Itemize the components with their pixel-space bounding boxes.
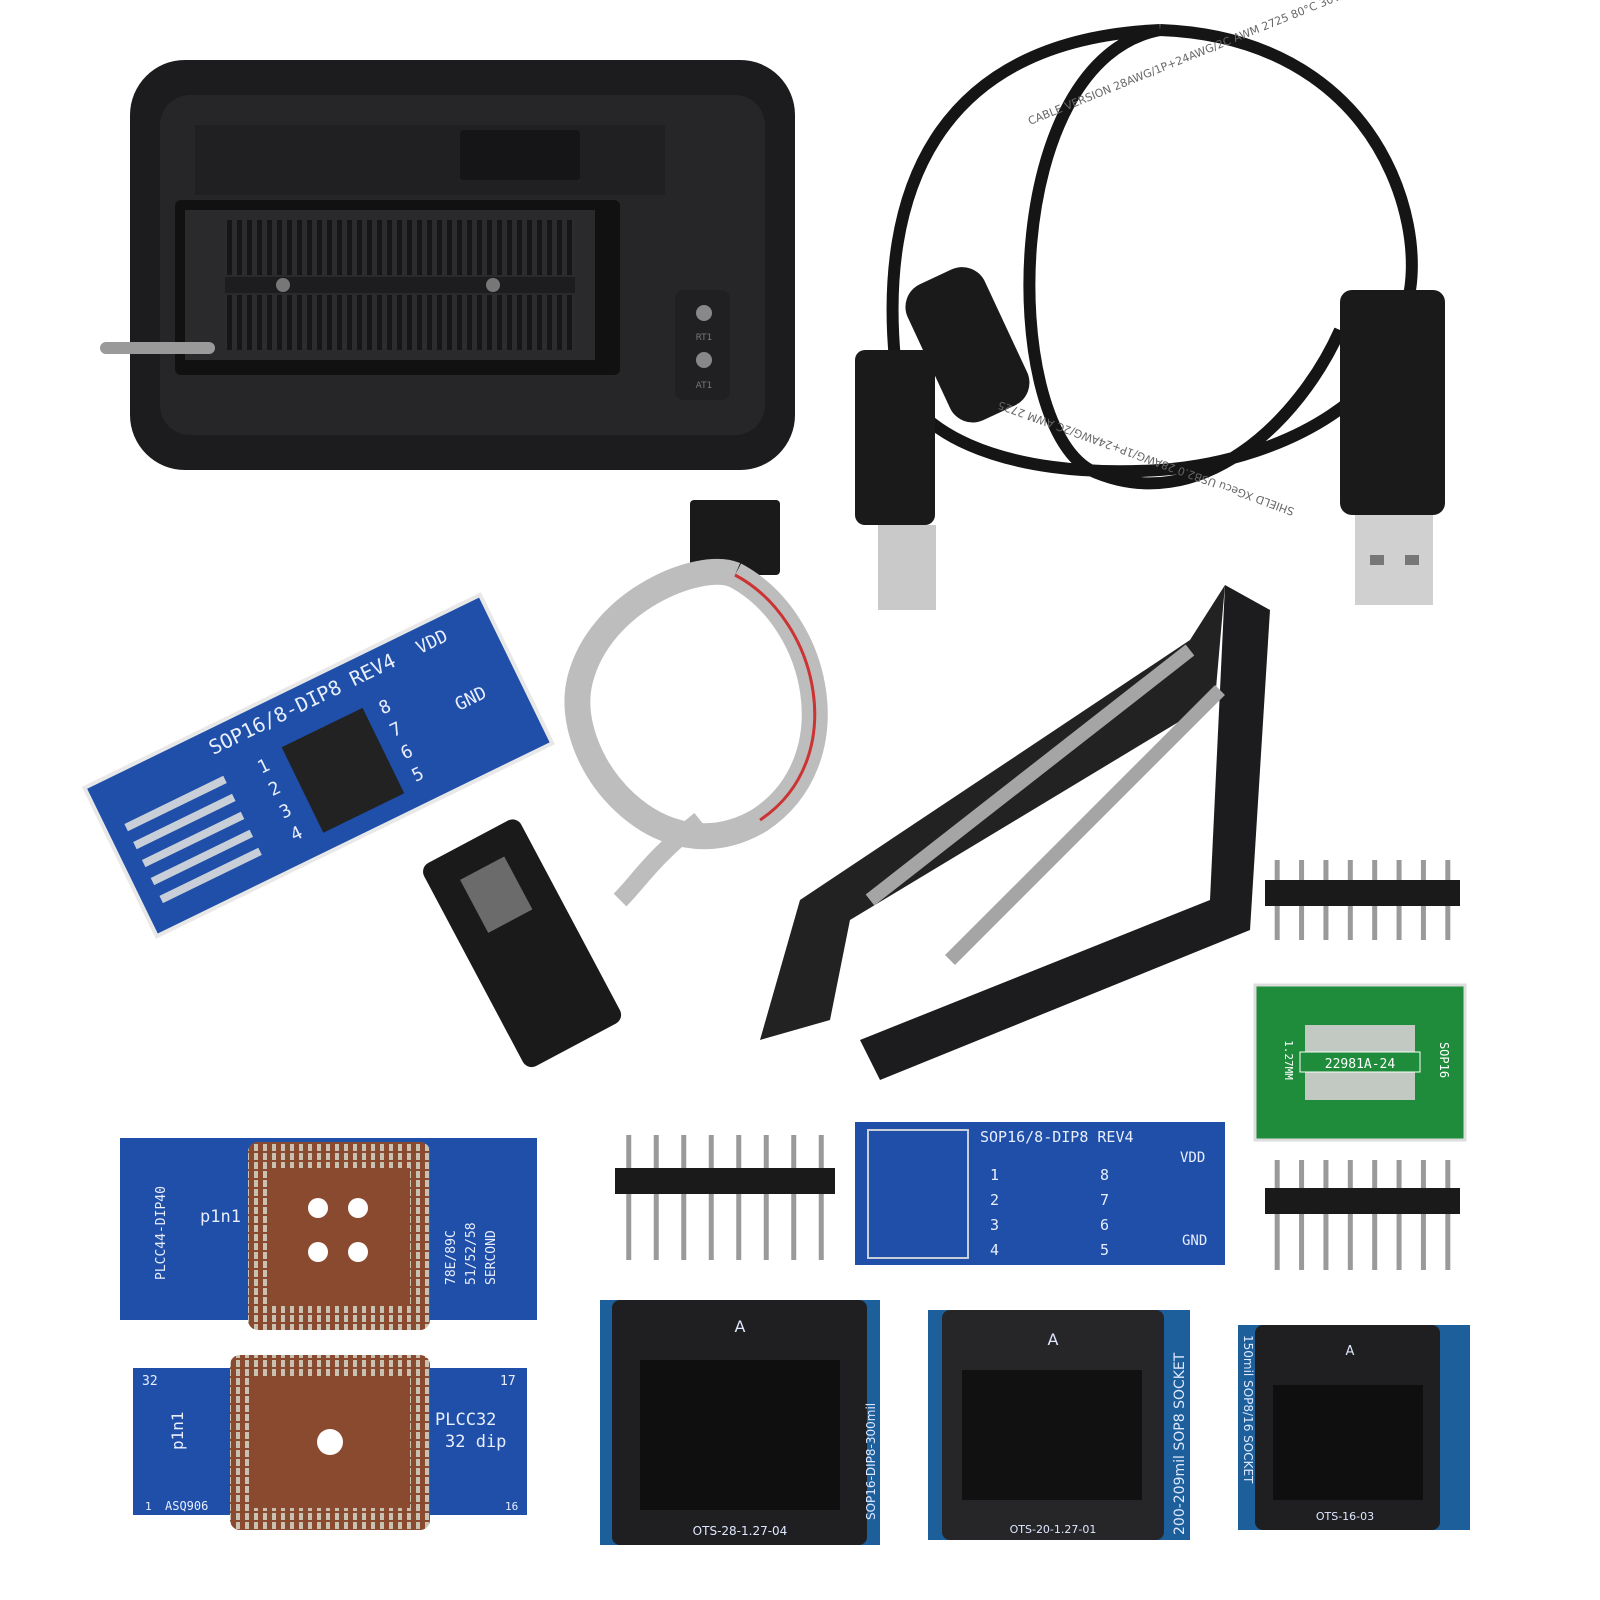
pin-header-strip	[1265, 1160, 1460, 1270]
socket-marking: A	[1048, 1330, 1059, 1349]
header-pin	[736, 1135, 742, 1260]
sop8-16-150mil-socket: A OTS-16-03 150mil SOP8/16 SOCKET	[1238, 1325, 1470, 1530]
gnd-label: GND	[1182, 1233, 1207, 1249]
socket-model: OTS-16-03	[1316, 1510, 1374, 1523]
pin-17-label: 17	[500, 1374, 516, 1389]
pin-header-strip	[615, 1135, 835, 1260]
adapter-title: SOP16/8-DIP8 REV4	[980, 1128, 1134, 1146]
header-pin	[681, 1135, 687, 1260]
board-code: 22981A-24	[1325, 1057, 1396, 1072]
svg-text:6: 6	[1100, 1216, 1109, 1234]
header-pin	[1347, 1160, 1353, 1270]
board-code: ASQ906	[165, 1499, 208, 1513]
header-pin	[626, 1135, 632, 1260]
led-label-rt: RT1	[696, 333, 713, 343]
pin1-label: p1n1	[168, 1411, 187, 1450]
header-pin	[653, 1135, 659, 1260]
board-pitch: 1.27MM	[1282, 1040, 1295, 1080]
board-title: SOP16	[1437, 1042, 1451, 1078]
header-pin	[1396, 1160, 1402, 1270]
zif-socket[interactable]	[185, 210, 595, 360]
header-body	[1265, 880, 1460, 906]
header-body	[1265, 1188, 1460, 1214]
svg-text:5: 5	[1100, 1241, 1109, 1259]
header-body	[615, 1168, 835, 1194]
socket-model: OTS-28-1.27-04	[693, 1524, 788, 1538]
soic-clip-cable	[423, 500, 828, 1068]
plcc44-dip40-adapter: PLCC44-DIP40 p1n1 78E/89C 51/52/58 SERCO…	[120, 1138, 537, 1330]
socket-model: OTS-20-1.27-01	[1010, 1523, 1097, 1536]
pin-32-label: 32	[142, 1374, 158, 1389]
socket-marking: A	[735, 1317, 746, 1336]
plcc44-line1: 78E/89C	[444, 1230, 459, 1285]
svg-text:3: 3	[990, 1216, 999, 1234]
svg-text:8: 8	[1100, 1166, 1109, 1184]
socket-marking: A	[1346, 1344, 1355, 1359]
header-pin	[1445, 1160, 1451, 1270]
plcc44-line2: 51/52/58	[464, 1222, 479, 1285]
header-pin	[763, 1135, 769, 1260]
pin-16-label: 16	[505, 1500, 518, 1513]
programmer-device: RT1 AT1	[100, 60, 795, 470]
sop8-200mil-socket: A OTS-20-1.27-01 200-209mil SOP8 SOCKET	[928, 1310, 1190, 1540]
header-pin	[1420, 1160, 1426, 1270]
plcc32-line2: 32 dip	[445, 1432, 506, 1452]
usb-a-connector	[1340, 290, 1445, 605]
pin-1-label: 1	[145, 1500, 152, 1513]
pin-header-strip	[1265, 860, 1460, 940]
header-pin	[791, 1135, 797, 1260]
ic-extractor-tool	[760, 585, 1270, 1080]
pin-header	[281, 707, 405, 833]
plcc44-line3: SERCOND	[484, 1230, 499, 1285]
header-pin	[1323, 1160, 1329, 1270]
plcc32-dip32-adapter: 32 17 1 16 ASQ906 p1n1 PLCC32 32 dip	[133, 1355, 527, 1530]
header-pin	[1372, 1160, 1378, 1270]
header-pin	[708, 1135, 714, 1260]
pin1-label: p1n1	[200, 1207, 241, 1227]
sop16-300mil-socket: A OTS-28-1.27-04 SOP16-DIP8-300mil	[600, 1300, 880, 1545]
ferrite-bead	[905, 267, 1030, 423]
header-pin	[818, 1135, 824, 1260]
svg-text:2: 2	[990, 1191, 999, 1209]
vdd-label: VDD	[1180, 1150, 1205, 1166]
plcc32-line1: PLCC32	[435, 1410, 496, 1430]
header-pin	[1299, 1160, 1305, 1270]
sop16-dip16-green-board: 22981A-24 SOP16 1.27MM	[1253, 983, 1467, 1142]
zif-lever[interactable]	[100, 342, 215, 354]
socket-side-label: 150mil SOP8/16 SOCKET	[1241, 1335, 1255, 1484]
plcc44-name: PLCC44-DIP40	[154, 1186, 169, 1280]
usb-cable: CABLE VERSION 28AWG/1P+24AWG/2C AWM 2725…	[855, 0, 1445, 610]
sop16-dip8-adapter-flat: SOP16/8-DIP8 REV4 VDD GND 1 2 3 4 8 7 6 …	[855, 1122, 1225, 1265]
status-leds: RT1 AT1	[675, 290, 730, 400]
svg-text:1: 1	[990, 1166, 999, 1184]
socket-side-label: 200-209mil SOP8 SOCKET	[1172, 1352, 1188, 1535]
usb-b-connector	[855, 350, 936, 610]
socket-side-label: SOP16-DIP8-300mil	[864, 1403, 878, 1520]
header-pin	[1274, 1160, 1280, 1270]
led-label-at: AT1	[696, 381, 713, 391]
svg-text:7: 7	[1100, 1191, 1109, 1209]
svg-text:4: 4	[990, 1241, 999, 1259]
